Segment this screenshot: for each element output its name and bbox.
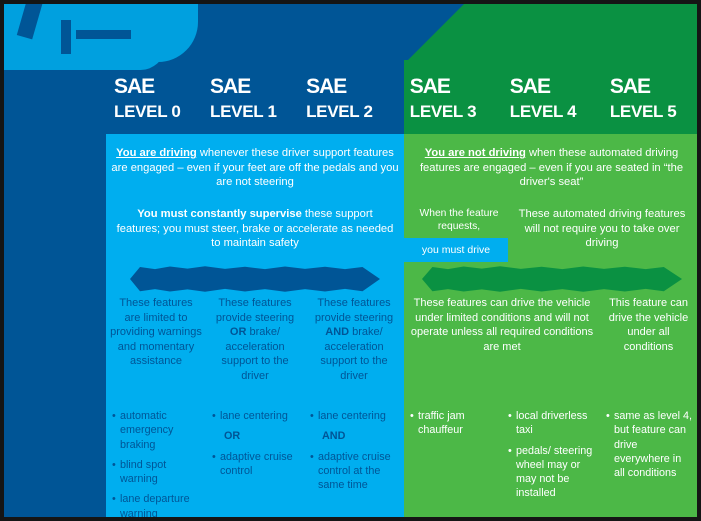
blue-statement-driving-rest: whenever these driver support features a… (111, 147, 399, 189)
green-statement-not-driving-bold: You are not driving (424, 147, 526, 159)
sae-mark-s-1: SAE (210, 75, 251, 98)
sae-monogram-4: SAE (510, 76, 598, 101)
list-item: local driverless taxi (508, 409, 596, 438)
level-header-0[interactable]: SAE LEVEL 0 (106, 76, 202, 134)
examples-level-1: lane centering OR adaptive cruise contro… (206, 409, 304, 517)
level-label-0: LEVEL 0 (114, 102, 181, 121)
sae-mark-s-5: SAE (609, 75, 651, 98)
list-item: lane centering (212, 409, 300, 424)
level-header-5[interactable]: SAE LEVEL 5 (598, 76, 697, 134)
level-label-3: LEVEL 3 (409, 102, 477, 121)
green-examples-row: traffic jam chauffeur local driverless t… (404, 409, 697, 507)
green-statement-not-driving-rest: when these automated driving features ar… (419, 147, 684, 189)
you-must-drive-callout: you must drive (404, 238, 508, 262)
level-label-1: LEVEL 1 (210, 102, 277, 121)
level-label-2: LEVEL 2 (306, 102, 373, 121)
level-header-4[interactable]: SAE LEVEL 4 (498, 76, 598, 134)
list-connector-and: AND (322, 430, 346, 443)
green-header-edge (404, 60, 697, 70)
list-item: lane departure warning (112, 492, 202, 517)
list-item: traffic jam chauffeur (410, 409, 498, 438)
capability-level-0: These features are limited to providing … (110, 297, 202, 367)
sae-monogram-2: SAE (306, 76, 398, 101)
capability-level-2: These features provide steering AND brak… (314, 297, 394, 382)
capability-level-3-4: These features can drive the vehicle und… (410, 297, 594, 353)
capability-level-1: These features provide steering OR brake… (215, 297, 295, 382)
examples-level-5: same as level 4, but feature can drive e… (600, 409, 697, 507)
sae-mark-s-4: SAE (509, 75, 551, 98)
green-statement-no-takeover: These automated driving features will no… (518, 208, 686, 250)
sae-monogram-0: SAE (114, 76, 202, 101)
examples-level-3: traffic jam chauffeur (404, 409, 502, 507)
list-item: blind spot warning (112, 458, 202, 487)
when-feature-requests-text: When the feature requests, (419, 208, 499, 232)
blue-statement-supervise: You must constantly supervise these supp… (114, 207, 396, 251)
green-wave-divider (422, 266, 682, 292)
green-capabilities-row: These features can drive the vehicle und… (404, 296, 697, 354)
level-header-3[interactable]: SAE LEVEL 3 (398, 76, 498, 134)
list-item: same as level 4, but feature can drive e… (606, 409, 693, 480)
level-label-5: LEVEL 5 (609, 102, 677, 121)
sae-mark-s-3: SAE (409, 75, 451, 98)
level-label-4: LEVEL 4 (509, 102, 577, 121)
sae-monogram-5: SAE (610, 76, 697, 101)
green-statement-not-driving: You are not driving when these automated… (410, 146, 693, 190)
list-item: automatic emergency braking (112, 409, 202, 452)
blue-statement-driving: You are driving whenever these driver su… (110, 146, 400, 190)
sae-monogram-1: SAE (210, 76, 298, 101)
examples-level-2: lane centering AND adaptive cruise contr… (304, 409, 404, 517)
blue-examples-row: automatic emergency braking blind spot w… (106, 409, 404, 517)
list-item: pedals/ steering wheel may or may not be… (508, 444, 596, 501)
logo-notch-b (61, 20, 71, 54)
examples-level-0: automatic emergency braking blind spot w… (106, 409, 206, 517)
level-header-2[interactable]: SAE LEVEL 2 (298, 76, 398, 134)
level-header-1[interactable]: SAE LEVEL 1 (202, 76, 298, 134)
list-connector-or: OR (224, 430, 241, 443)
blue-statement-supervise-bold: You must constantly supervise (137, 208, 302, 220)
list-item: adaptive cruise control at the same time (310, 450, 400, 493)
sae-monogram-3: SAE (410, 76, 498, 101)
blue-wave-divider (130, 266, 380, 292)
list-item: lane centering (310, 409, 400, 424)
logo-notch-c (76, 30, 131, 39)
sae-mark-s-2: SAE (306, 75, 347, 98)
blue-statement-driving-bold: You are driving (116, 147, 197, 159)
capability-level-5: This feature can drive the vehicle under… (608, 297, 689, 353)
sae-mark-s-0: SAE (114, 75, 155, 98)
blue-capabilities-row: These features are limited to providing … (106, 296, 404, 383)
blue-statement-supervise-rest: these support features; you must steer, … (116, 208, 394, 250)
level-header-strip: SAE LEVEL 0 SAE LEVEL 1 SAE LEVEL 2 SAE … (106, 76, 697, 134)
examples-level-4: local driverless taxi pedals/ steering w… (502, 409, 600, 507)
list-item: adaptive cruise control (212, 450, 300, 479)
